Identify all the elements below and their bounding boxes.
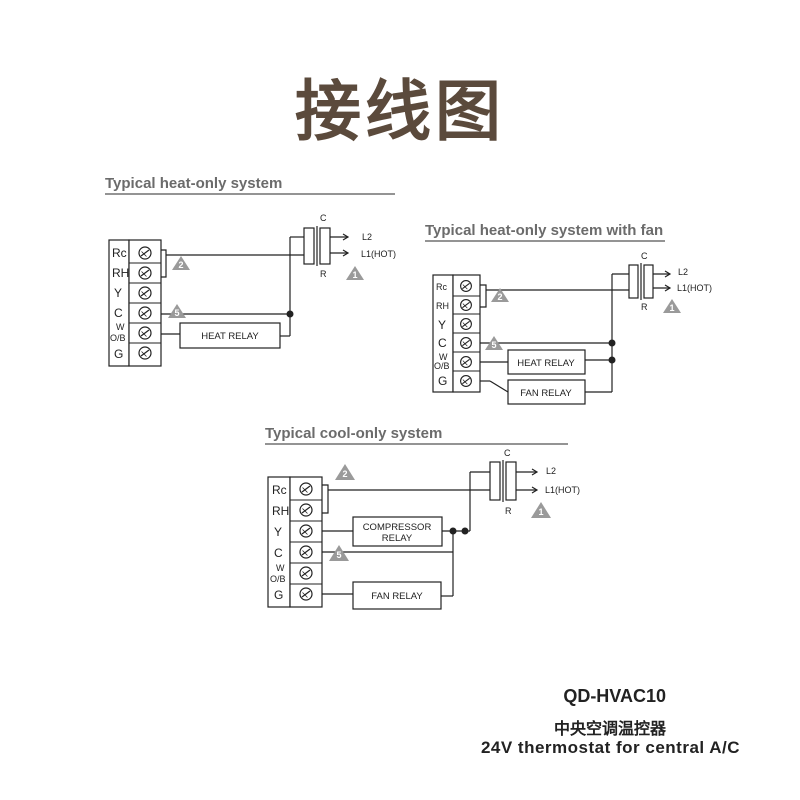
transformer-c-label: C (504, 448, 511, 458)
transformer-symbol (489, 460, 539, 502)
terminal-c: C (274, 546, 283, 560)
heat-relay-label: HEAT RELAY (517, 358, 575, 369)
footer-model: QD-HVAC10 (563, 686, 666, 706)
terminal-g: G (438, 374, 447, 388)
l1-label: L1(HOT) (361, 249, 396, 259)
page-title: 接线图 (295, 73, 505, 150)
terminal-rh: RH (112, 266, 129, 280)
terminal-rh: RH (436, 301, 449, 311)
terminal-c: C (114, 306, 123, 320)
terminal-rh: RH (272, 504, 289, 518)
transformer-r-label: R (320, 269, 327, 279)
note-triangle-5: 5 (485, 336, 503, 350)
note-triangle-5: 5 (168, 304, 186, 318)
transformer-symbol (303, 226, 350, 266)
note-triangle-2: 2 (335, 464, 355, 480)
transformer-symbol (628, 263, 672, 300)
svg-text:2: 2 (342, 469, 347, 479)
compressor-relay-label-line2: RELAY (382, 533, 413, 544)
terminal-ob: O/B (434, 361, 450, 371)
svg-text:2: 2 (178, 260, 183, 270)
transformer-r-label: R (641, 302, 648, 312)
l2-label: L2 (362, 232, 372, 242)
l1-label: L1(HOT) (545, 485, 580, 495)
note-triangle-2: 2 (172, 256, 190, 270)
terminal-ob: O/B (110, 333, 126, 343)
fan-relay-box (352, 581, 442, 610)
svg-text:1: 1 (352, 270, 357, 280)
heat-relay-label: HEAT RELAY (201, 331, 259, 342)
terminal-w: W (439, 352, 448, 362)
terminal-c: C (438, 336, 447, 350)
svg-text:5: 5 (174, 308, 179, 318)
footer-product-name: 中央空调温控器 (553, 719, 666, 738)
l2-label: L2 (546, 466, 556, 476)
footer-description: 24V thermostat for central A/C (480, 738, 740, 757)
terminal-y: Y (114, 286, 122, 300)
transformer-c-label: C (320, 213, 327, 223)
diagram-heat-only: Typical heat-only system Rc RH Y C W O/B… (105, 175, 396, 367)
terminal-g: G (114, 347, 123, 361)
terminal-g: G (274, 588, 283, 602)
l1-label: L1(HOT) (677, 283, 712, 293)
compressor-relay-box (352, 516, 443, 547)
fan-relay-label: FAN RELAY (371, 591, 423, 602)
jumper (322, 484, 329, 514)
l2-label: L2 (678, 267, 688, 277)
diagram-title: Typical cool-only system (265, 425, 442, 442)
diagram-title: Typical heat-only system (105, 175, 282, 192)
svg-text:2: 2 (497, 292, 502, 302)
diagram-cool-only: Typical cool-only system Rc RH Y C W O/B… (265, 425, 580, 610)
heat-relay-box (507, 349, 586, 375)
fan-relay-box (507, 379, 586, 405)
diagram-heat-with-fan: Typical heat-only system with fan Rc RH … (425, 222, 712, 405)
note-triangle-1: 1 (346, 266, 364, 280)
terminal-rc: Rc (112, 246, 127, 260)
heat-relay-box (179, 322, 281, 349)
diagram-title: Typical heat-only system with fan (425, 222, 663, 239)
terminal-rc: Rc (436, 282, 447, 292)
svg-text:1: 1 (669, 303, 674, 313)
note-triangle-2: 2 (491, 288, 509, 302)
note-triangle-5: 5 (329, 545, 349, 561)
terminal-w: W (276, 563, 285, 573)
jumper (161, 249, 167, 278)
jumper (480, 284, 487, 308)
transformer-c-label: C (641, 251, 648, 261)
terminal-ob: O/B (270, 574, 286, 584)
terminal-y: Y (438, 318, 446, 332)
note-triangle-1: 1 (531, 502, 551, 518)
svg-text:5: 5 (336, 550, 341, 560)
terminal-w: W (116, 322, 125, 332)
terminal-y: Y (274, 525, 282, 539)
terminal-rc: Rc (272, 483, 287, 497)
note-triangle-1: 1 (663, 299, 681, 313)
compressor-relay-label-line1: COMPRESSOR (363, 522, 432, 533)
fan-relay-label: FAN RELAY (520, 388, 572, 399)
transformer-r-label: R (505, 506, 512, 516)
svg-text:5: 5 (491, 340, 496, 350)
svg-text:1: 1 (538, 507, 543, 517)
